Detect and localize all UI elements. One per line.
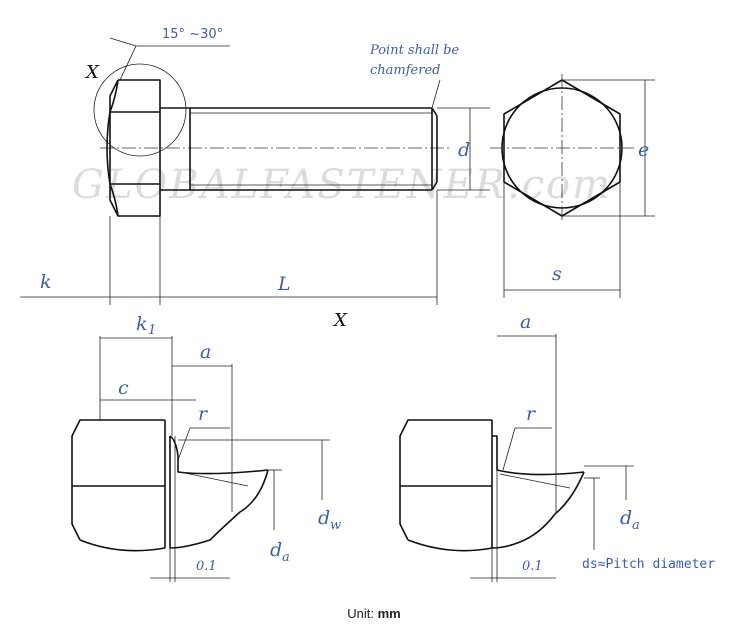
- detail-x-marker: X: [84, 62, 100, 83]
- da-label-right: d: [620, 507, 632, 529]
- bolt-side-view: [20, 37, 490, 305]
- d-label: d: [458, 139, 470, 161]
- detail-x-label: X: [332, 310, 348, 331]
- a-label-left: a: [200, 341, 211, 363]
- k1-label: k: [136, 313, 148, 335]
- c-label: c: [118, 377, 129, 399]
- s-label: s: [552, 263, 562, 285]
- point-chamfer-note-line2: chamfered: [370, 63, 440, 78]
- chamfer-angle-label: 15° ~30°: [162, 27, 223, 42]
- unit-caption: Unit: mm: [0, 606, 748, 621]
- L-label: L: [277, 273, 291, 295]
- r-label-right: r: [526, 403, 537, 425]
- unit-value: mm: [377, 606, 401, 621]
- bolt-end-view: [490, 74, 655, 298]
- bolt-technical-drawing: GLOBALFASTENER.com: [20, 27, 715, 582]
- point-chamfer-note-line1: Point shall be: [369, 43, 459, 58]
- da-subscript-right: a: [632, 518, 640, 533]
- tolerance-label-right: 0.1: [522, 559, 543, 574]
- unit-prefix: Unit:: [347, 606, 378, 621]
- a-label-right: a: [520, 311, 531, 333]
- da-subscript-left: a: [282, 550, 290, 565]
- pitch-diameter-note: ds≈Pitch diameter: [582, 557, 715, 572]
- dw-label: d: [318, 507, 330, 529]
- k1-subscript: 1: [148, 323, 156, 338]
- detail-view-left: [71, 336, 330, 582]
- r-label-left: r: [198, 403, 209, 425]
- dw-subscript: w: [330, 518, 341, 533]
- e-label: e: [638, 139, 649, 161]
- k-label: k: [40, 271, 52, 293]
- tolerance-label-left: 0.1: [196, 559, 217, 574]
- da-label-left: d: [270, 539, 282, 561]
- detail-view-right: [399, 334, 634, 582]
